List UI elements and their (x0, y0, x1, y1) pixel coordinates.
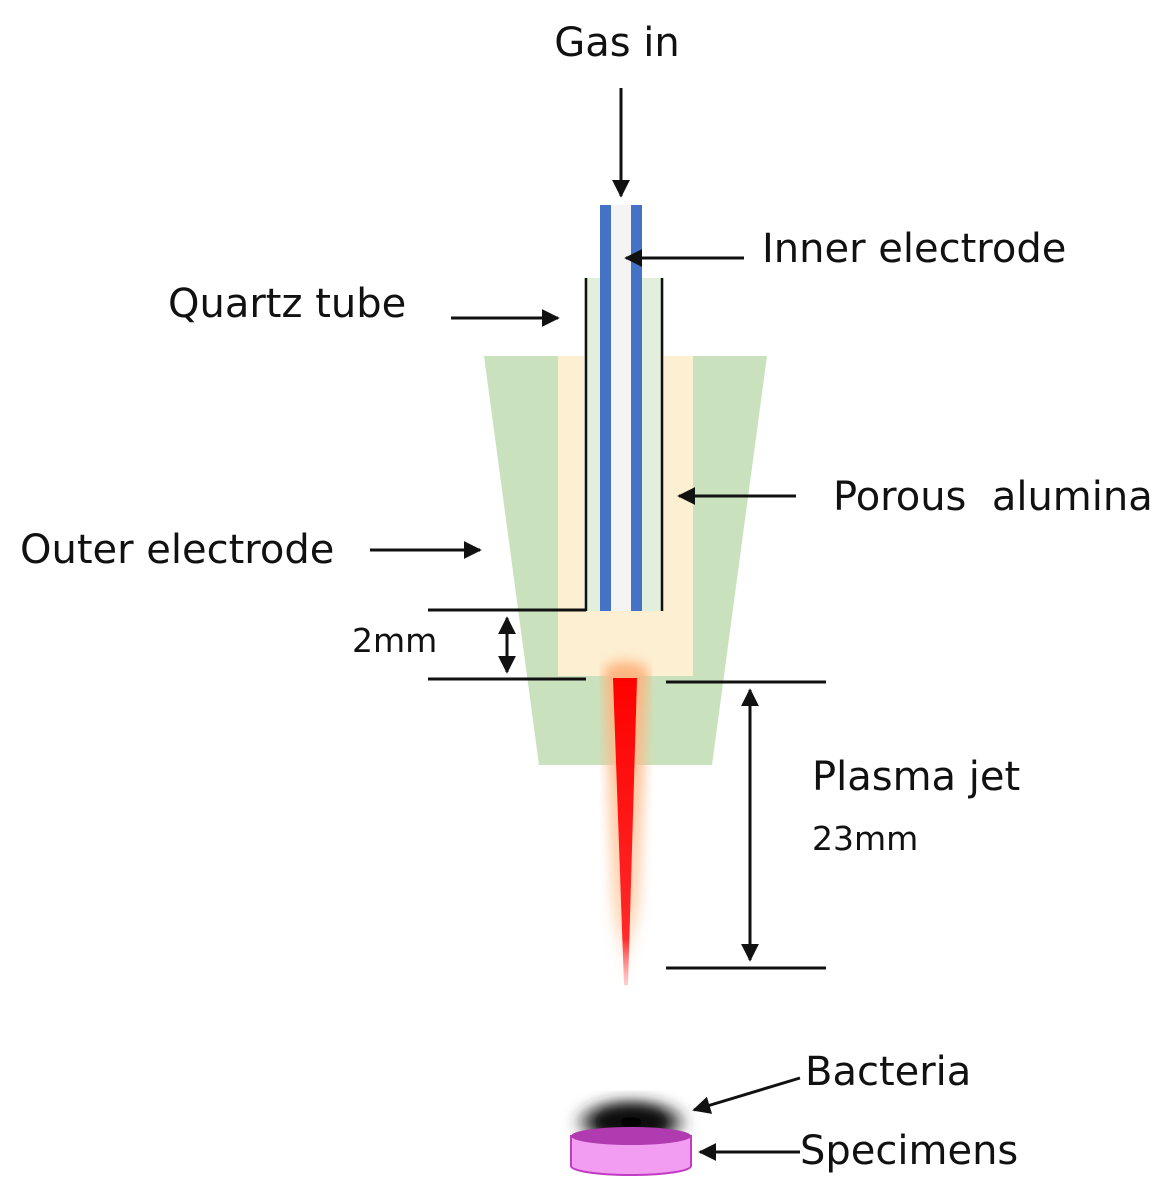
inner-electrode-right (631, 205, 642, 611)
plasma-jet-label: Plasma jet (812, 754, 1020, 800)
inner-electrode-label: Inner electrode (762, 226, 1066, 272)
quartz-tube-label: Quartz tube (168, 281, 406, 327)
outer-electrode-label: Outer electrode (20, 527, 334, 573)
porous-alumina-label: Porous alumina (833, 474, 1153, 520)
specimen-top (571, 1127, 691, 1145)
gap-label: 2mm (352, 621, 437, 660)
specimens-label: Specimens (800, 1128, 1018, 1174)
bacteria-label: Bacteria (805, 1049, 971, 1095)
inner-electrode-channel (610, 205, 632, 611)
jet-length-label: 23mm (812, 819, 918, 858)
inner-electrode-left (600, 205, 611, 611)
plasma-jet-core (613, 678, 637, 985)
specimen-shape (570, 1135, 692, 1176)
gas-in-label: Gas in (554, 20, 680, 66)
bacteria-arrow (692, 1076, 801, 1114)
